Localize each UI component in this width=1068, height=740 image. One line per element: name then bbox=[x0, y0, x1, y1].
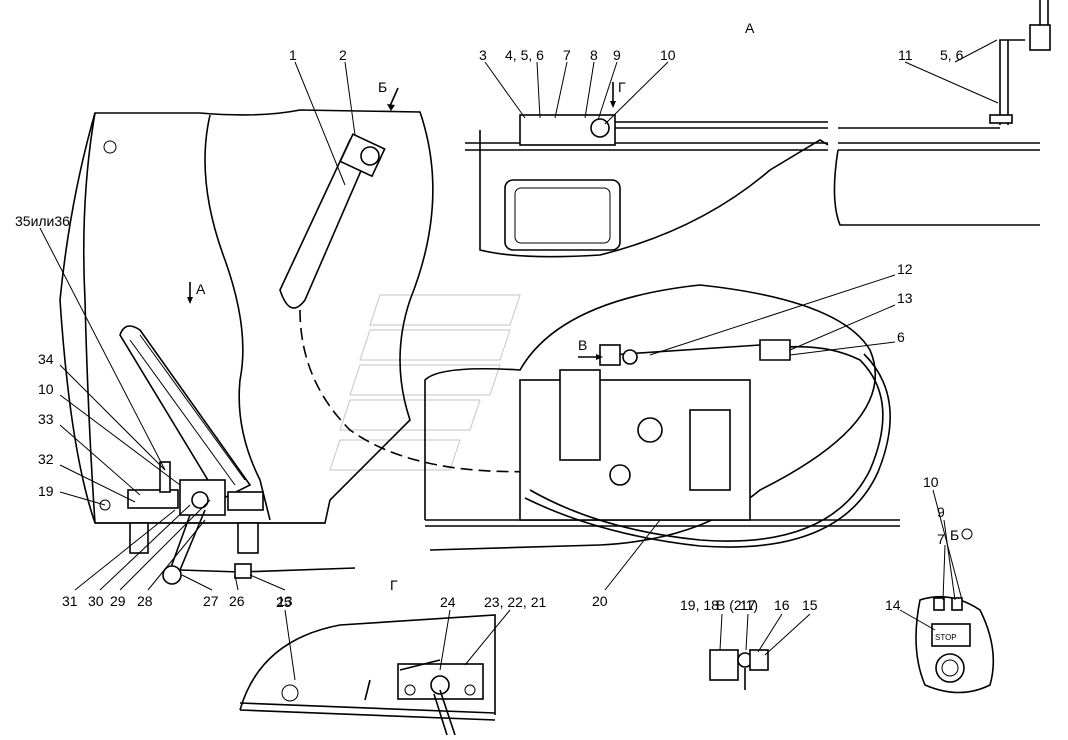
view-B-detail bbox=[915, 528, 995, 694]
view-label-G: Г bbox=[390, 577, 398, 593]
view-label-V: В (2:1) bbox=[716, 597, 758, 613]
callout-30: 30 bbox=[88, 593, 104, 609]
view-label-B: Б bbox=[950, 527, 959, 543]
callout-31: 31 bbox=[62, 593, 78, 609]
callout-19-18: 19, 18 bbox=[680, 597, 719, 613]
leader-lines bbox=[39, 39, 999, 681]
callout-23-22-21: 23, 22, 21 bbox=[484, 594, 546, 610]
view-label-A-top: А bbox=[745, 20, 755, 36]
callout-17: 17 bbox=[740, 597, 756, 613]
callout-20: 20 bbox=[592, 593, 608, 609]
callout-3: 3 bbox=[479, 47, 487, 63]
callout-16: 16 bbox=[774, 597, 790, 613]
watermark bbox=[329, 294, 521, 471]
callout-2: 2 bbox=[339, 47, 347, 63]
callout-13b: 13 bbox=[897, 290, 913, 306]
callout-1: 1 bbox=[289, 47, 297, 63]
callout-19: 19 bbox=[38, 483, 54, 499]
callout-10: 10 bbox=[660, 47, 676, 63]
callout-33: 33 bbox=[38, 411, 54, 427]
arrow-label-V: В bbox=[578, 337, 587, 353]
callout-12: 12 bbox=[897, 261, 913, 277]
callout-9b: 9 bbox=[937, 504, 945, 520]
view-arrows bbox=[187, 82, 616, 360]
callout-26: 26 bbox=[229, 593, 245, 609]
callout-27: 27 bbox=[203, 593, 219, 609]
arrow-label-A: А bbox=[196, 281, 206, 297]
callout-15: 15 bbox=[802, 597, 818, 613]
callout-5-6: 5, 6 bbox=[940, 47, 964, 63]
arrow-label-B: Б bbox=[378, 79, 387, 95]
callout-28: 28 bbox=[137, 593, 153, 609]
callout-32: 32 bbox=[38, 451, 54, 467]
callout-13: 13 bbox=[277, 593, 293, 609]
callout-7: 7 bbox=[563, 47, 571, 63]
callout-4-5-6: 4, 5, 6 bbox=[505, 47, 544, 63]
pedal-assembly-view bbox=[59, 109, 561, 585]
callout-35-36: 35или36 bbox=[15, 213, 70, 229]
view-G-detail bbox=[239, 614, 496, 736]
callout-11: 11 bbox=[898, 47, 913, 63]
engine-fuel-pump-view bbox=[424, 284, 900, 551]
callout-34: 34 bbox=[38, 351, 54, 367]
callout-10b: 10 bbox=[38, 381, 54, 397]
callout-10c: 10 bbox=[923, 474, 939, 490]
view-A-panel bbox=[465, 0, 1051, 258]
callout-14: 14 bbox=[885, 597, 901, 613]
arrow-label-G: Г bbox=[618, 79, 626, 95]
callout-24: 24 bbox=[440, 594, 456, 610]
callout-25: 25 bbox=[276, 594, 292, 610]
view-V-detail bbox=[709, 649, 769, 690]
callout-9: 9 bbox=[613, 47, 621, 63]
callout-8: 8 bbox=[590, 47, 598, 63]
callout-29: 29 bbox=[110, 593, 126, 609]
callout-7b: 7 bbox=[937, 531, 945, 547]
stop-sign-text: STOP bbox=[935, 633, 957, 642]
callout-6: 6 bbox=[897, 329, 905, 345]
callout-numbers: А Б А Г В Г В (2:1) Б 1 2 3 4, 5, 6 7 8 … bbox=[15, 20, 964, 642]
